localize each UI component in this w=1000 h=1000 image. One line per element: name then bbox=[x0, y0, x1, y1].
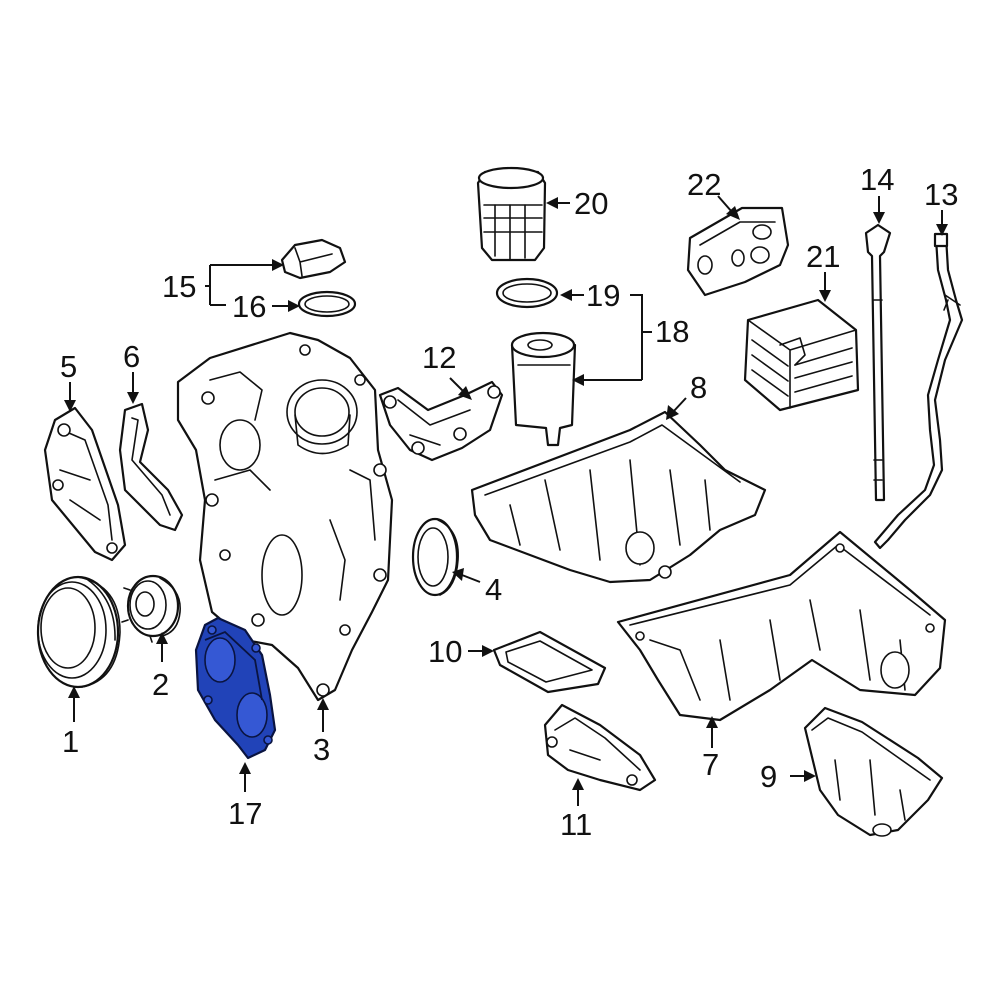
callout-9: 9 bbox=[760, 759, 816, 794]
callout-3: 3 bbox=[313, 698, 330, 767]
callout-1-label: 1 bbox=[62, 724, 79, 759]
part-20-filter-cap[interactable] bbox=[476, 166, 547, 262]
callout-1: 1 bbox=[62, 686, 80, 759]
part-1-pulley[interactable] bbox=[36, 575, 121, 689]
callout-8-label: 8 bbox=[690, 370, 707, 405]
callout-5-label: 5 bbox=[60, 349, 77, 384]
part-21-oil-cooler[interactable] bbox=[743, 298, 860, 412]
part-17-gasket-highlighted[interactable] bbox=[194, 616, 277, 760]
callout-16: 16 bbox=[210, 289, 300, 324]
callout-14: 14 bbox=[860, 162, 894, 224]
callout-4: 4 bbox=[452, 568, 502, 607]
part-22-gasket[interactable] bbox=[686, 206, 790, 297]
callout-18-label: 18 bbox=[655, 314, 689, 349]
callout-12-label: 12 bbox=[422, 340, 456, 375]
callout-15-label: 15 bbox=[162, 269, 196, 304]
callout-20-label: 20 bbox=[574, 186, 608, 221]
callout-17-label: 17 bbox=[228, 796, 262, 831]
part-11-bracket[interactable] bbox=[543, 703, 657, 792]
callout-6: 6 bbox=[123, 339, 140, 404]
callout-5: 5 bbox=[60, 349, 77, 412]
callout-9-label: 9 bbox=[760, 759, 777, 794]
callout-21-label: 21 bbox=[806, 239, 840, 274]
callout-8: 8 bbox=[666, 370, 707, 420]
part-18-filter-element[interactable] bbox=[510, 331, 577, 447]
callout-16-label: 16 bbox=[232, 289, 266, 324]
part-19-o-ring[interactable] bbox=[495, 277, 559, 309]
callout-20: 20 bbox=[546, 186, 608, 221]
callout-3-label: 3 bbox=[313, 732, 330, 767]
part-3-timing-cover[interactable] bbox=[176, 331, 394, 702]
part-10-gasket[interactable] bbox=[492, 630, 607, 694]
callout-2: 2 bbox=[152, 632, 169, 702]
part-6-gasket[interactable] bbox=[118, 402, 184, 532]
callout-6-label: 6 bbox=[123, 339, 140, 374]
callout-7-label: 7 bbox=[702, 747, 719, 782]
part-13-dipstick-tube[interactable] bbox=[873, 232, 964, 550]
callout-13-label: 13 bbox=[924, 177, 958, 212]
callout-15: 15 bbox=[162, 259, 284, 305]
callout-18: 18 bbox=[572, 314, 689, 386]
callout-4-label: 4 bbox=[485, 572, 502, 607]
callout-19-label: 19 bbox=[586, 278, 620, 313]
part-4-seal[interactable] bbox=[411, 517, 459, 597]
part-2-sprocket[interactable] bbox=[121, 574, 181, 643]
callout-7: 7 bbox=[702, 716, 719, 782]
part-16-o-ring[interactable] bbox=[297, 290, 357, 318]
callout-12: 12 bbox=[422, 340, 472, 400]
callout-11: 11 bbox=[560, 778, 592, 842]
callout-10-label: 10 bbox=[428, 634, 462, 669]
callout-21: 21 bbox=[806, 239, 840, 302]
callout-17: 17 bbox=[228, 762, 262, 831]
part-14-dipstick[interactable] bbox=[864, 223, 892, 502]
callout-11-label: 11 bbox=[560, 807, 592, 842]
callout-22: 22 bbox=[687, 167, 740, 220]
callout-19: 19 bbox=[560, 278, 643, 380]
callout-14-label: 14 bbox=[860, 162, 894, 197]
callout-22-label: 22 bbox=[687, 167, 721, 202]
part-5-cover-plate[interactable] bbox=[43, 406, 127, 562]
part-8-oil-pan[interactable] bbox=[470, 410, 767, 584]
part-15-cap[interactable] bbox=[280, 238, 347, 280]
part-12-bracket[interactable] bbox=[378, 380, 504, 462]
callout-13: 13 bbox=[924, 177, 958, 236]
part-7-oil-pan-upper[interactable] bbox=[616, 530, 947, 722]
callout-10: 10 bbox=[428, 634, 494, 669]
part-9-oil-pan-lower[interactable] bbox=[803, 706, 944, 837]
callout-2-label: 2 bbox=[152, 667, 169, 702]
